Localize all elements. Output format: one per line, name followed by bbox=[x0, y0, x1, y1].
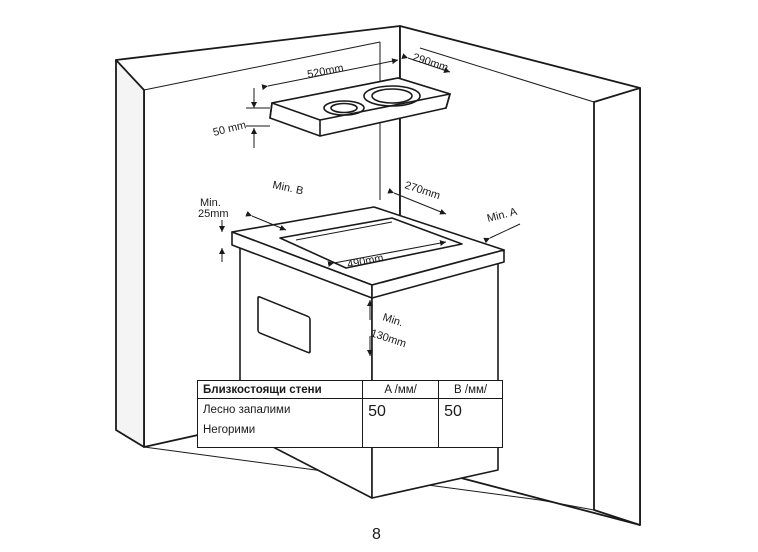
dim-min-25-line2: 25mm bbox=[198, 208, 229, 220]
value-b: 50 bbox=[444, 403, 462, 420]
value-b-cell: 50 bbox=[438, 398, 503, 448]
table-row: Лесно запалими Негорими 50 50 bbox=[196, 398, 503, 448]
row-nonflammable: Негорими bbox=[203, 424, 256, 436]
hob-unit bbox=[269, 77, 451, 137]
value-a: 50 bbox=[368, 403, 386, 420]
header-name: Близкостоящи стени bbox=[196, 380, 364, 399]
header-b: B /мм/ bbox=[438, 380, 503, 399]
dim-min-25-line1: Min. bbox=[200, 197, 221, 209]
header-a: A /мм/ bbox=[362, 380, 440, 399]
row-labels-cell: Лесно запалими Негорими bbox=[196, 398, 364, 448]
row-flammable: Лесно запалими bbox=[203, 404, 291, 416]
table-header-row: Близкостоящи стени A /мм/ B /мм/ bbox=[196, 380, 503, 399]
dimension-lines bbox=[219, 53, 521, 356]
page-number: 8 bbox=[372, 526, 381, 543]
value-a-cell: 50 bbox=[362, 398, 440, 448]
clearance-table: Близкостоящи стени A /мм/ B /мм/ Лесно з… bbox=[196, 380, 503, 448]
